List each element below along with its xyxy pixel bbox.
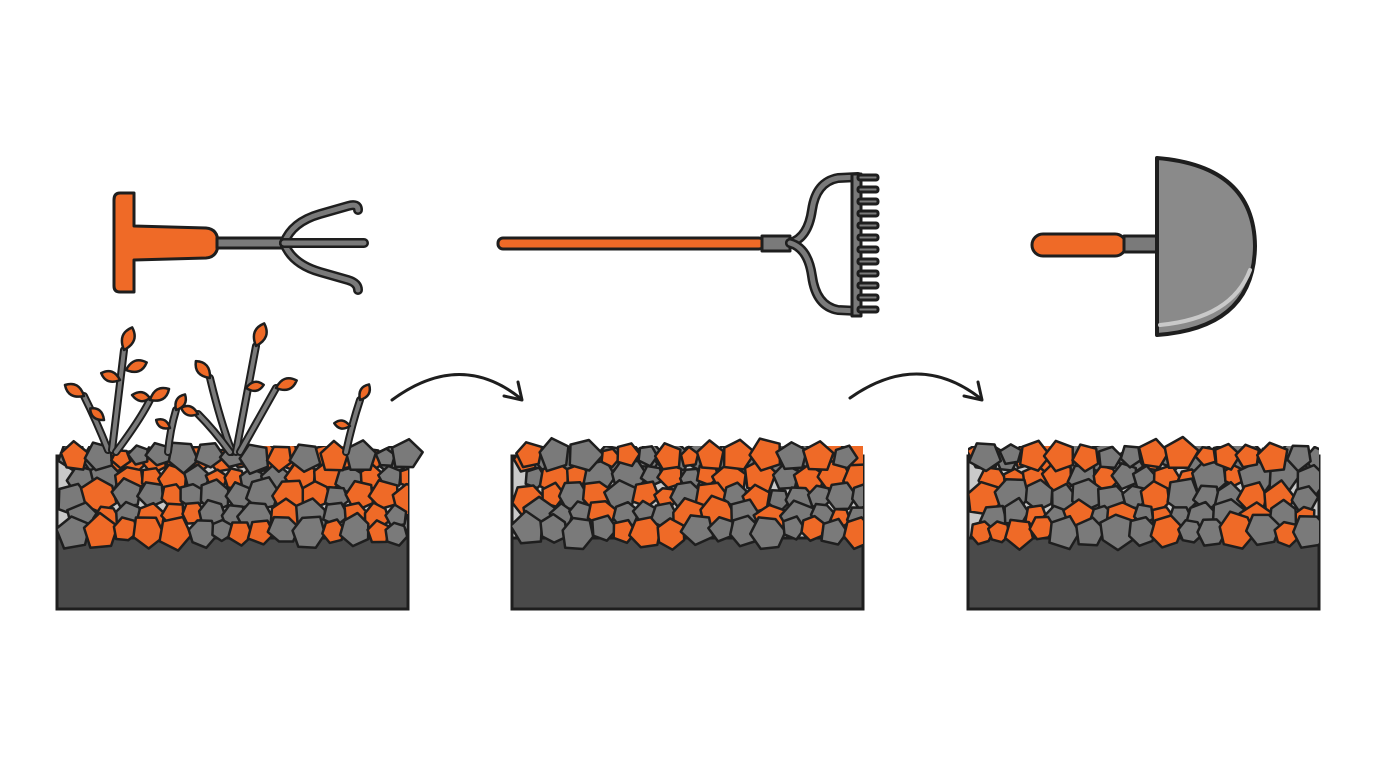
stone: [1071, 443, 1100, 473]
rake-tooth: [856, 173, 880, 182]
stone: [842, 516, 863, 551]
stone: [748, 516, 787, 551]
leaf: [154, 418, 172, 430]
stone: [384, 521, 408, 547]
stone: [390, 437, 424, 469]
stone: [399, 467, 408, 488]
stone: [1255, 441, 1289, 473]
leaf: [124, 359, 148, 374]
leaf: [88, 406, 106, 422]
curved-arrow-icon: [390, 373, 524, 402]
stone: [344, 439, 378, 472]
leaf: [194, 359, 212, 380]
stone: [59, 439, 89, 471]
stone: [1127, 515, 1158, 548]
leaf: [244, 380, 265, 393]
leaf: [130, 390, 151, 403]
soil-bed-edged: [966, 435, 1321, 611]
leaf: [63, 382, 86, 398]
stone: [512, 509, 544, 545]
stone: [722, 438, 757, 471]
stone: [126, 444, 149, 466]
rake-icon: [496, 172, 880, 318]
stone: [801, 440, 835, 471]
rake-tooth: [856, 185, 880, 194]
stone: [1234, 443, 1261, 469]
soil-layer: [55, 536, 410, 611]
stone: [825, 481, 858, 511]
stone: [338, 511, 370, 548]
leaf: [252, 322, 268, 348]
stone: [1097, 445, 1123, 470]
leaf: [332, 419, 352, 430]
rake-tooth: [856, 245, 880, 254]
rake-tooth: [856, 209, 880, 218]
half-moon-edger-icon: [1030, 156, 1257, 337]
stone: [748, 437, 782, 472]
curved-arrow-icon: [848, 372, 984, 402]
stone: [679, 445, 700, 468]
stone: [288, 443, 322, 474]
stone: [57, 515, 92, 550]
stone: [628, 516, 662, 549]
top-stones: [515, 436, 859, 473]
rake-teeth: [856, 173, 880, 314]
stone: [832, 444, 859, 470]
leaf: [358, 383, 372, 402]
stone: [366, 519, 392, 544]
stone: [1291, 514, 1319, 549]
rake-tooth: [856, 257, 880, 266]
stone: [820, 517, 849, 546]
stone: [538, 436, 570, 473]
stone: [321, 518, 346, 545]
stone: [695, 439, 725, 471]
stone: [1285, 444, 1312, 473]
stone: [515, 441, 544, 469]
stone: [1137, 437, 1170, 469]
leaf: [120, 326, 136, 352]
top-stones: [967, 435, 1312, 473]
stone: [246, 519, 276, 546]
stone: [265, 445, 293, 473]
leaf: [99, 369, 122, 383]
stone: [187, 519, 218, 550]
soil-layer: [510, 536, 865, 611]
rake-tooth: [856, 269, 880, 278]
weeds-cluster: [63, 322, 372, 456]
stone: [291, 515, 327, 550]
stone: [1244, 513, 1282, 547]
stone: [850, 483, 863, 511]
stone: [998, 443, 1023, 466]
stone: [561, 516, 595, 551]
stone: [384, 503, 408, 529]
stone: [1028, 515, 1056, 541]
leaf: [179, 404, 200, 417]
stone: [194, 441, 226, 469]
stone: [1048, 514, 1081, 551]
stone: [653, 442, 682, 471]
stone: [775, 441, 809, 471]
leaf: [148, 386, 171, 402]
stone: [637, 445, 659, 468]
rake-tooth: [856, 221, 880, 230]
rake-tooth: [856, 197, 880, 206]
stone: [1149, 514, 1184, 549]
leaf: [274, 377, 298, 392]
stone: [1074, 516, 1107, 547]
rake-tooth: [856, 305, 880, 314]
stone: [82, 511, 119, 550]
hand-cultivator-icon: [112, 191, 369, 295]
rake-tooth: [856, 293, 880, 302]
soil-bed-weedy: [55, 437, 424, 611]
stone: [656, 517, 686, 551]
rake-tooth: [856, 281, 880, 290]
rake-tooth: [856, 233, 880, 242]
stone: [158, 515, 193, 552]
soil-bed-raked: [510, 436, 865, 611]
stone: [1042, 439, 1075, 473]
stone: [967, 442, 1003, 473]
stone: [616, 442, 641, 468]
